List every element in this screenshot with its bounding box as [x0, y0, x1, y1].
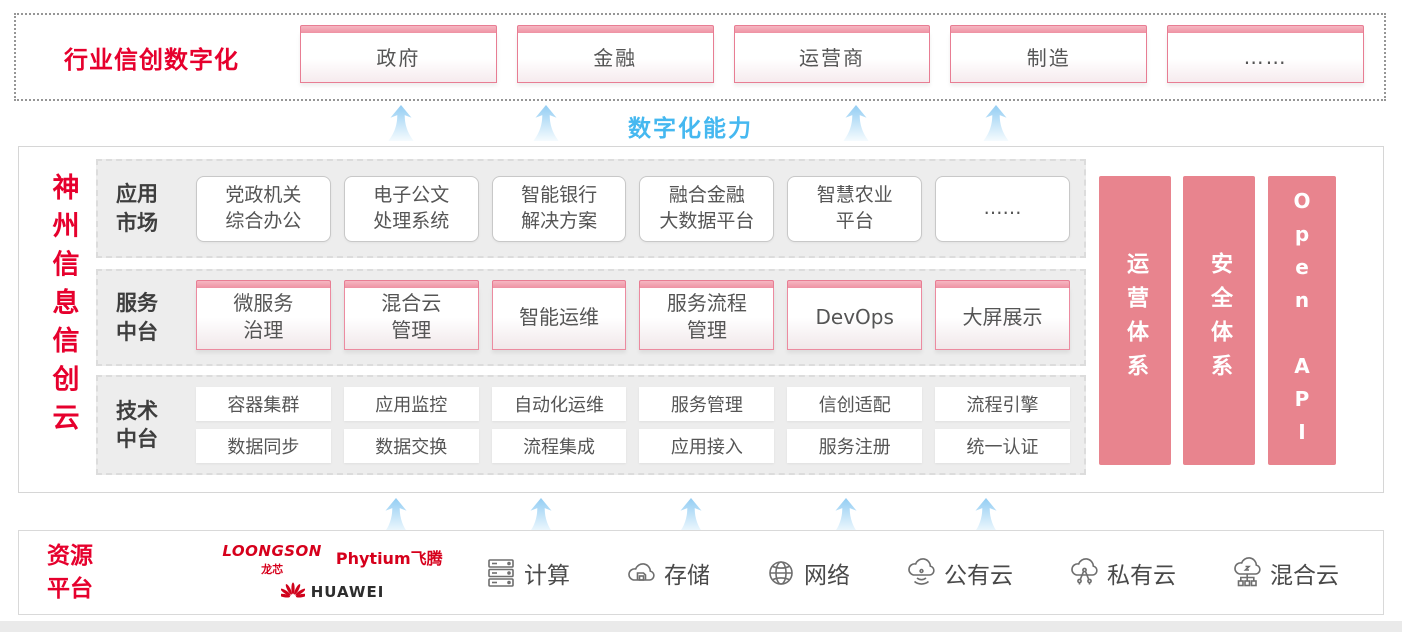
up-arrow-icon	[388, 105, 414, 141]
resource-item-storage: 存储	[624, 556, 710, 590]
industry-box-more: ……	[1167, 25, 1364, 83]
app-box-more: ……	[935, 175, 1070, 242]
service-box: 微服务治理	[196, 279, 331, 350]
capability-label: 数字化能力	[628, 116, 753, 142]
resource-item-private-cloud: 私有云	[1067, 556, 1176, 590]
tech-box: 信创适配	[787, 387, 923, 421]
pillar-operation-system: 运营体系	[1099, 176, 1171, 465]
tech-middle-platform-row: 技术 中台 容器集群 应用监控 自动化运维 服务管理 信创适配 流程引擎 数据同…	[96, 375, 1086, 475]
app-box: 党政机关综合办公	[196, 175, 331, 242]
up-arrow-icon	[528, 498, 554, 534]
resource-item-compute: 计算	[484, 556, 570, 590]
tech-row-label: 技术 中台	[116, 398, 158, 451]
bottom-divider	[0, 621, 1402, 632]
huawei-logo: HUAWEI	[280, 581, 385, 603]
app-market-row: 应用 市场 党政机关综合办公 电子公文处理系统 智能银行解决方案 融合金融大数据…	[96, 159, 1086, 258]
industry-box-carrier: 运营商	[733, 25, 931, 83]
up-arrow-icon	[983, 105, 1009, 141]
pillar-security-system: 安全体系	[1183, 176, 1255, 465]
industry-box-finance: 金融	[516, 25, 714, 83]
tech-box: 数据交换	[343, 429, 479, 463]
tech-box: 自动化运维	[491, 387, 627, 421]
service-middle-platform-row: 服务 中台 微服务治理 混合云管理 智能运维 服务流程管理 DevOps 大屏展…	[96, 269, 1086, 366]
app-box: 智慧农业平台	[787, 175, 923, 242]
storage-cloud-icon	[624, 556, 658, 590]
app-market-label: 应用 市场	[116, 182, 158, 235]
platform-vertical-title: 神州信息信创云	[47, 173, 79, 442]
service-box: DevOps	[787, 279, 923, 350]
industry-band-title: 行业信创数字化	[64, 45, 239, 74]
tech-box: 服务管理	[639, 387, 775, 421]
up-arrow-icon	[678, 498, 704, 534]
huawei-flower-icon	[280, 582, 305, 598]
service-box: 服务流程管理	[639, 279, 775, 350]
private-cloud-icon	[1067, 556, 1101, 590]
service-box: 智能运维	[491, 279, 627, 350]
industry-band: 行业信创数字化 政府 金融 运营商 制造 ……	[14, 13, 1386, 101]
tech-box: 流程引擎	[935, 387, 1070, 421]
public-cloud-icon	[904, 556, 938, 590]
resource-item-public-cloud: 公有云	[904, 556, 1013, 590]
app-box: 智能银行解决方案	[491, 175, 627, 242]
up-arrow-icon	[833, 498, 859, 534]
tech-row-items: 容器集群 应用监控 自动化运维 服务管理 信创适配 流程引擎 数据同步 数据交换…	[196, 387, 1070, 463]
up-arrow-icon	[533, 105, 559, 141]
resource-platform-box: 资源 平台 LOONGSON 龙芯 Phytium飞腾	[18, 530, 1384, 615]
resource-item-network: 网络	[764, 556, 850, 590]
service-box: 大屏展示	[935, 279, 1070, 350]
network-globe-icon	[764, 556, 798, 590]
tech-box: 统一认证	[935, 429, 1070, 463]
service-row-label: 服务 中台	[116, 291, 158, 344]
loongson-logo: LOONGSON 龙芯	[222, 542, 322, 576]
phytium-logo: Phytium飞腾	[335, 549, 443, 568]
server-icon	[484, 556, 518, 590]
up-arrow-icon	[973, 498, 999, 534]
resource-item-hybrid-cloud: 混合云	[1230, 556, 1339, 590]
tech-box: 应用监控	[343, 387, 479, 421]
industry-box-list: 政府 金融 运营商 制造 ……	[300, 25, 1364, 83]
vendor-logos: LOONGSON 龙芯 Phytium飞腾	[215, 542, 450, 603]
up-arrow-icon	[843, 105, 869, 141]
tech-box: 应用接入	[639, 429, 775, 463]
app-box: 融合金融大数据平台	[639, 175, 775, 242]
service-row-items: 微服务治理 混合云管理 智能运维 服务流程管理 DevOps 大屏展示	[196, 279, 1070, 350]
service-box: 混合云管理	[343, 279, 479, 350]
hybrid-cloud-icon	[1230, 556, 1264, 590]
resource-platform-label: 资源 平台	[47, 543, 93, 602]
up-arrow-icon	[383, 498, 409, 534]
tech-box: 服务注册	[787, 429, 923, 463]
resource-item-list: 计算 存储 网络	[484, 556, 1339, 590]
pillar-open-api: Open API	[1268, 176, 1336, 465]
platform-box: 神州信息信创云 应用 市场 党政机关综合办公 电子公文处理系统 智能银行解决方案…	[18, 146, 1384, 493]
app-market-items: 党政机关综合办公 电子公文处理系统 智能银行解决方案 融合金融大数据平台 智慧农…	[196, 175, 1070, 242]
tech-box: 流程集成	[491, 429, 627, 463]
app-box: 电子公文处理系统	[343, 175, 479, 242]
industry-box-government: 政府	[300, 25, 497, 83]
tech-box: 容器集群	[196, 387, 331, 421]
tech-box: 数据同步	[196, 429, 331, 463]
industry-box-manufacturing: 制造	[950, 25, 1148, 83]
